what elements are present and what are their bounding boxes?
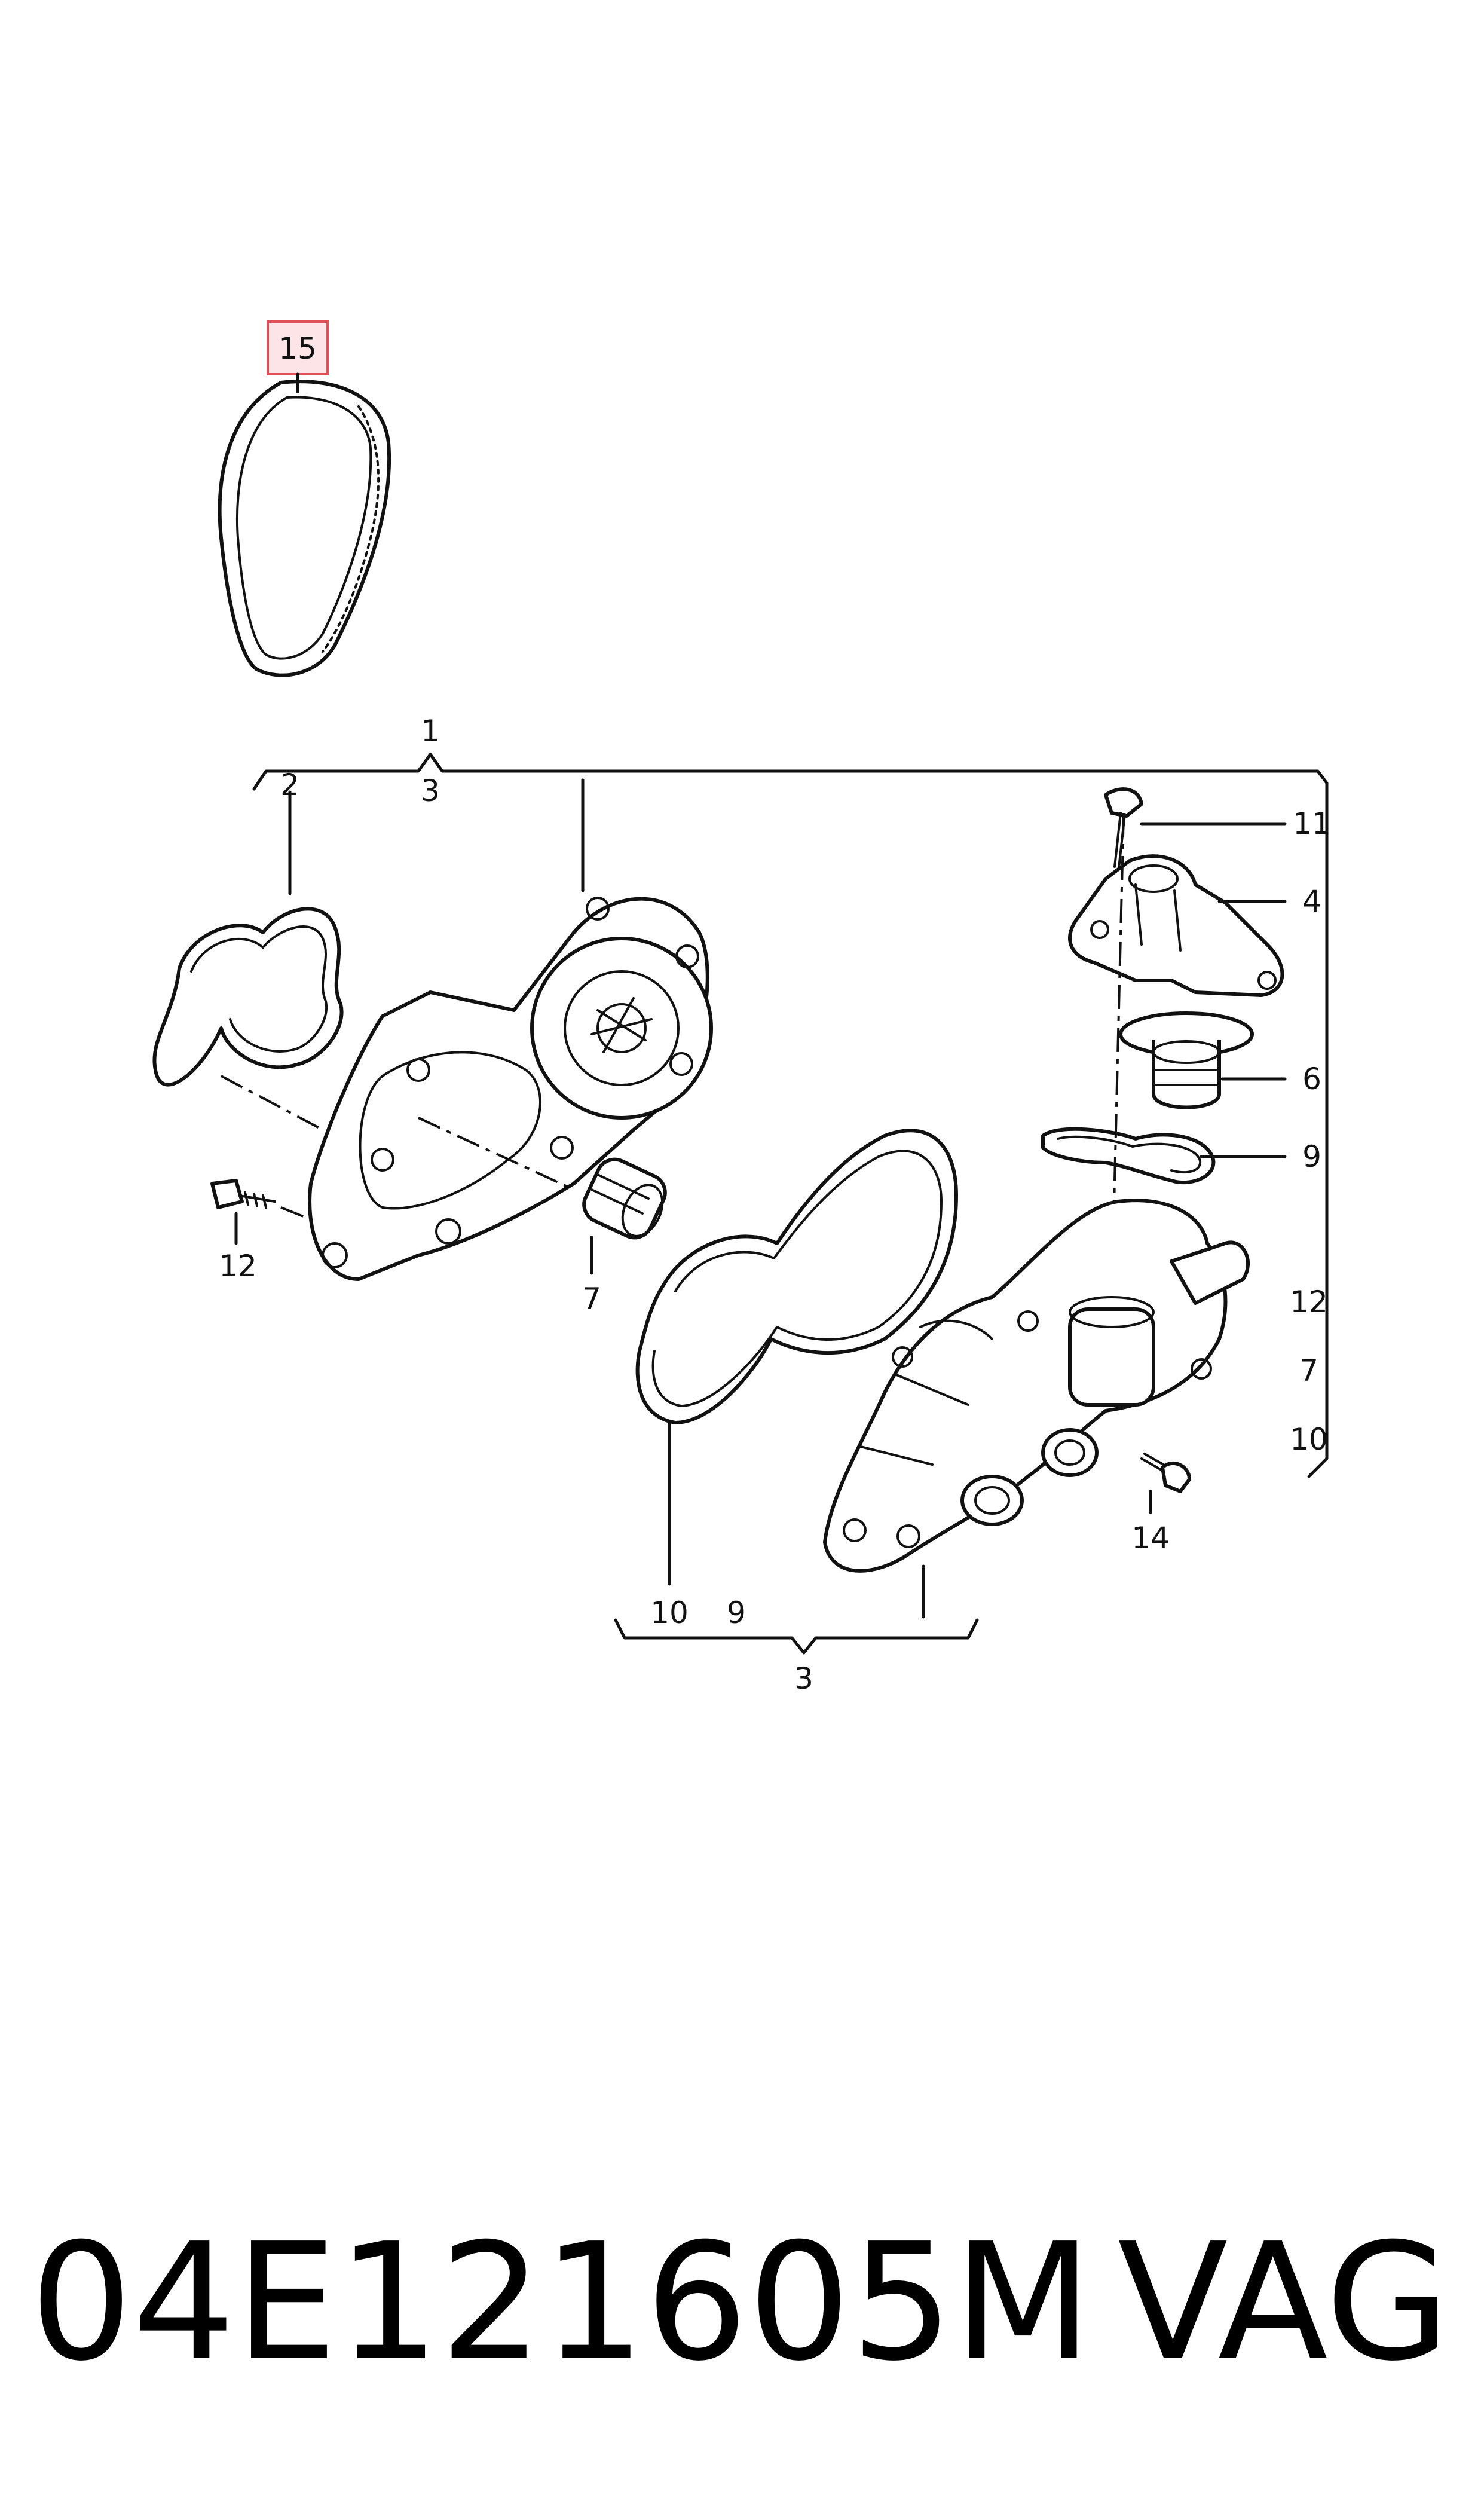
callout-6[interactable]: 6 xyxy=(1302,1062,1321,1096)
callout-3-bottom[interactable]: 3 xyxy=(794,1661,813,1696)
callout-2[interactable]: 2 xyxy=(280,768,299,802)
callout-10-right[interactable]: 10 xyxy=(1290,1422,1328,1457)
callout-10-bottom[interactable]: 10 xyxy=(650,1595,689,1630)
thermostat-cover-4 xyxy=(1068,854,1284,997)
callout-9-right[interactable]: 9 xyxy=(1302,1139,1321,1174)
callout-11[interactable]: 11 xyxy=(1293,806,1331,841)
bolt-14 xyxy=(1140,1453,1191,1493)
screw-11 xyxy=(1104,787,1143,869)
callout-15[interactable]: 15 xyxy=(279,331,317,366)
brand-name: VAG xyxy=(1118,2208,1451,2396)
callout-1[interactable]: 1 xyxy=(421,714,440,748)
gasket-2 xyxy=(152,907,344,1087)
bottom-bracket xyxy=(614,1618,979,1655)
bolt-12-left xyxy=(210,1179,276,1209)
callout-4[interactable]: 4 xyxy=(1302,884,1321,919)
gasket-9 xyxy=(1041,1127,1216,1185)
callout-9-bottom[interactable]: 9 xyxy=(727,1595,746,1630)
thermostat-housing xyxy=(823,1199,1250,1573)
callout-12-right[interactable]: 12 xyxy=(1290,1285,1328,1319)
thermostat-6 xyxy=(1119,1011,1254,1109)
callout-3-top[interactable]: 3 xyxy=(421,774,440,808)
gasket-10 xyxy=(635,1129,958,1424)
pump-housing-left xyxy=(308,897,713,1281)
callout-12-left[interactable]: 12 xyxy=(219,1249,257,1283)
drive-belt xyxy=(218,380,391,677)
callout-7-left[interactable]: 7 xyxy=(582,1282,601,1316)
callout-7-right[interactable]: 7 xyxy=(1299,1353,1318,1388)
part-number: 04E121605M xyxy=(30,2208,1093,2396)
callout-14[interactable]: 14 xyxy=(1131,1521,1170,1555)
connector-7-left xyxy=(582,1157,667,1240)
top-bracket xyxy=(252,753,1329,1478)
